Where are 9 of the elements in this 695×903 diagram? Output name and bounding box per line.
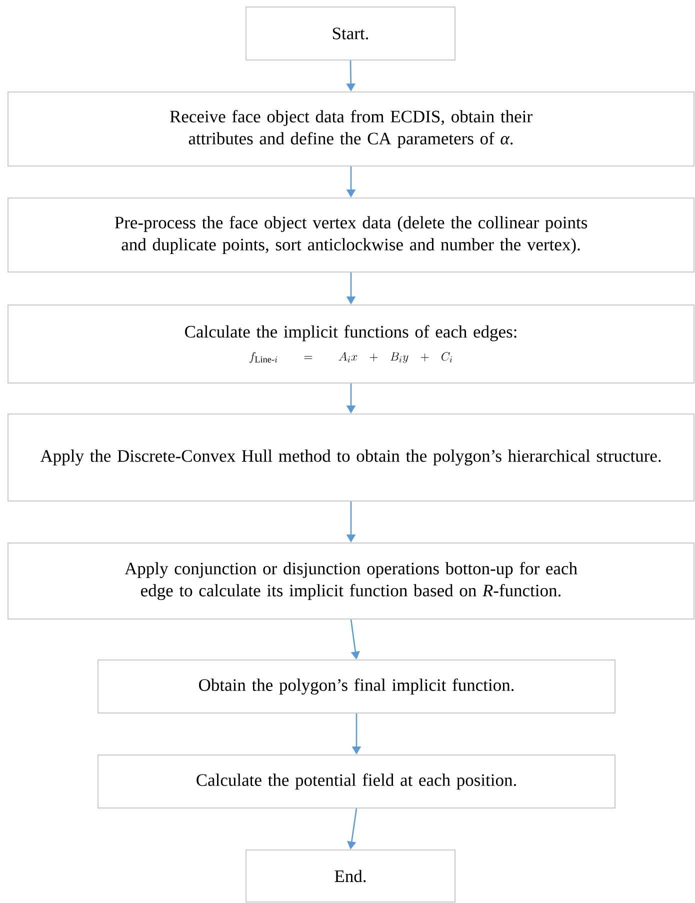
process-box: Start. (246, 6, 456, 60)
process-box: Obtain the polygon’s final implicit function. (98, 660, 616, 714)
process-box: Pre-process the face object vertex data (delete the collinear points and duplicate points, sort anticlockwise and number the vertex). (8, 198, 694, 272)
process-box: Calculate the potential field at each position. (98, 754, 616, 808)
process-box: Calculate the implicit functions of each edges: $f_{\mathrm{Line}\text{-}i} = A_i x + B_i y + C_i$ (8, 304, 694, 384)
process-box: Receive face object data from ECDIS, obtain their attributes and define the CA parameters of α. (8, 92, 694, 166)
process-box: Apply conjunction or disjunction operations botton-up for each edge to calculate its implicit function based on R-function. (8, 542, 694, 620)
process-box: Apply the Discrete-Convex Hull method to obtain the polygon’s hierarchical structure. (8, 414, 694, 502)
process-box: End. (246, 850, 456, 902)
